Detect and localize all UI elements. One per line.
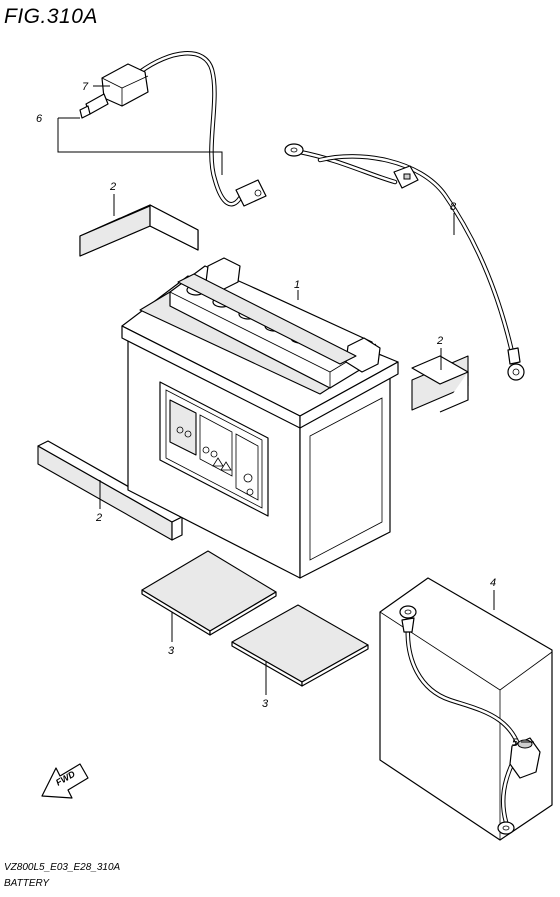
callout-1: 1 — [294, 279, 300, 291]
callout-7: 7 — [82, 81, 89, 93]
callout-2-upper: 2 — [109, 181, 116, 193]
callout-6: 6 — [36, 113, 43, 125]
section-name: BATTERY — [4, 878, 50, 889]
spacer-right[interactable] — [411, 355, 469, 413]
connector-cap[interactable] — [101, 63, 149, 107]
callout-8: 8 — [450, 201, 457, 213]
callout-4: 4 — [490, 577, 496, 589]
callout-3-left: 3 — [168, 645, 175, 657]
battery-case-with-lead[interactable] — [379, 577, 553, 841]
spacer-upper-left[interactable] — [79, 204, 199, 257]
callout-3-right: 3 — [262, 698, 269, 710]
battery[interactable] — [121, 257, 399, 579]
callout-2-lower: 2 — [95, 512, 102, 524]
callout-2-right: 2 — [436, 335, 443, 347]
pad-left[interactable] — [141, 550, 277, 636]
figure-title: FIG.310A — [4, 5, 98, 28]
lead-wire-assembly[interactable] — [79, 51, 267, 207]
fwd-arrow-icon: FWD — [41, 763, 89, 799]
model-code: VZ800L5_E03_E28_310A — [4, 862, 121, 873]
ground-lead-wire[interactable] — [284, 143, 525, 381]
leader-lines — [57, 85, 534, 743]
callout-5: 5 — [512, 737, 519, 749]
pad-right[interactable] — [231, 604, 369, 687]
